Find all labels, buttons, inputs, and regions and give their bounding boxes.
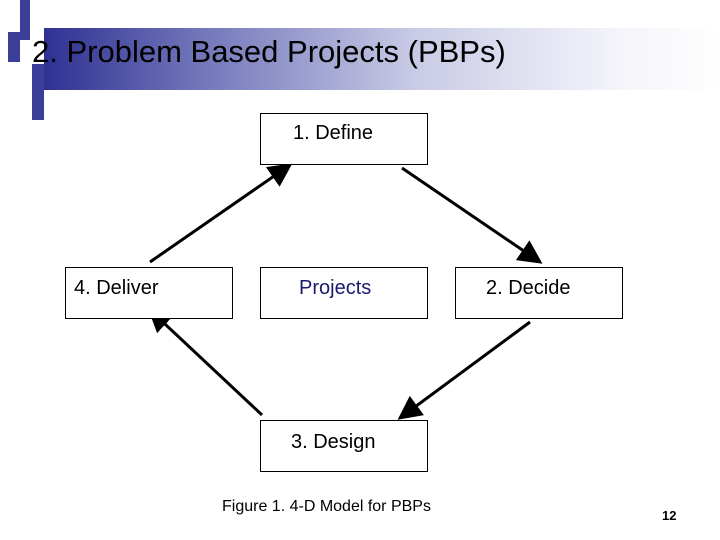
decor-bar xyxy=(32,64,44,120)
page-number: 12 xyxy=(662,508,677,523)
slide-title: 2. Problem Based Projects (PBPs) xyxy=(32,34,506,69)
arrow-deliver-to-define xyxy=(149,163,293,264)
arrow-define-to-decide xyxy=(401,166,543,264)
node-design-label: 3. Design xyxy=(291,431,376,453)
node-design: 3. Design xyxy=(260,420,428,472)
node-deliver: 4. Deliver xyxy=(65,267,233,319)
title-band xyxy=(44,28,720,90)
node-define: 1. Define xyxy=(260,113,428,165)
node-decide-label: 2. Decide xyxy=(486,277,571,299)
node-deliver-label: 4. Deliver xyxy=(74,277,159,299)
decor-bar xyxy=(20,0,30,40)
node-define-label: 1. Define xyxy=(293,122,374,144)
node-decide: 2. Decide xyxy=(455,267,623,319)
node-projects: Projects xyxy=(260,267,428,319)
arrow-design-to-deliver xyxy=(147,307,264,417)
decor-bar xyxy=(8,32,20,62)
figure-caption: Figure 1. 4-D Model for PBPs xyxy=(222,498,431,515)
arrow-decide-to-design xyxy=(397,320,531,420)
node-projects-label: Projects xyxy=(299,277,372,299)
